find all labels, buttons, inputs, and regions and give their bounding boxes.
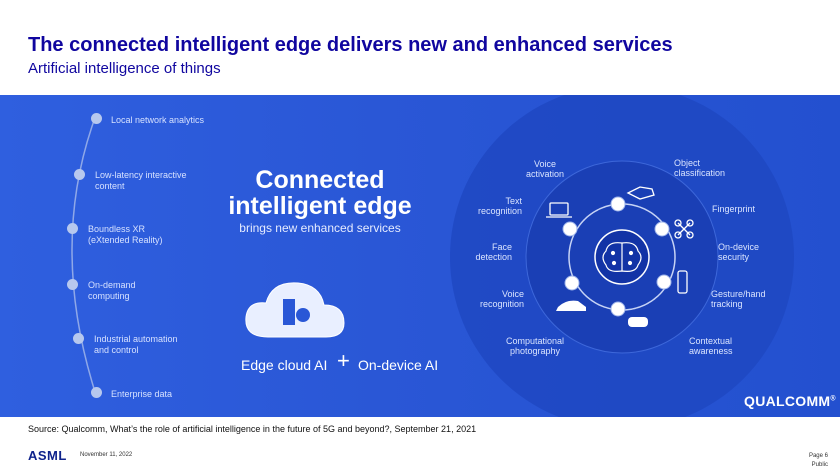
label-computational-photography: Computational photography [505,336,565,356]
headline-tagline: brings new enhanced services [239,221,401,235]
vr-headset-icon [628,317,648,327]
timeline-dot [67,223,78,234]
list-item: Local network analytics [111,115,205,125]
timeline-dot [74,169,85,180]
list-item: Enterprise data [111,389,173,399]
timeline-dot [91,113,102,124]
qualcomm-wordmark: QUALCOMM [744,393,831,409]
cloud-icon [245,282,345,338]
timeline-arc [71,114,97,396]
car-icon [556,300,586,311]
slide-title: The connected intelligent edge delivers … [28,34,673,56]
label-text-recognition: Text recognition [477,196,522,216]
node-top [610,196,626,212]
label-gesture-tracking: Gesture/hand tracking [711,289,766,309]
qualcomm-logo: QUALCOMM® [744,393,836,409]
brain-icon [602,242,642,272]
headline-line2: intelligent edge [228,192,412,220]
registered-mark: ® [830,395,836,403]
classification-label: Public [811,462,828,468]
footer-date: November 11, 2022 [80,452,133,458]
headline-line1: Connected [255,166,385,194]
node-bottom-left [564,275,580,291]
page-number: Page 6 [808,453,828,459]
source-citation: Source: Qualcomm, What’s the role of art… [28,424,477,434]
label-voice-recognition: Voice recognition [479,289,524,309]
list-item: Industrial automation and control [94,334,178,355]
footer-page-info: Page 6 Public [809,452,828,470]
node-bottom-right [656,274,672,290]
hand-icon [626,186,655,200]
on-device-ai-label: On-device AI [358,357,439,373]
plus-sign: + [337,348,350,373]
label-contextual-awareness: Contextual awareness [689,336,733,356]
drone-icon [674,219,694,239]
headline: Connected intelligent edge [205,167,435,219]
node-top-right [654,221,670,237]
illustration-panel: Local network analytics Low-latency inte… [0,95,840,417]
ring-nodes [562,196,672,317]
list-item: Boundless XR (eXtended Reality) [88,224,163,245]
list-item: Low-latency interactive content [95,170,187,191]
asml-logo: ASML [28,448,67,463]
timeline-dot [67,279,78,290]
label-fingerprint: Fingerprint [712,204,756,214]
label-object-classification: Object classification [674,158,726,178]
timeline-dot [91,387,102,398]
timeline-dot [73,333,84,344]
label-face-detection: Face detection [475,242,512,262]
node-bottom [610,301,626,317]
list-item: On-demand computing [88,280,136,301]
laptop-icon [549,202,569,216]
panel-decoration [71,95,794,417]
slide-subtitle: Artificial intelligence of things [28,60,221,77]
node-top-left [562,221,578,237]
edge-cloud-ai-label: Edge cloud AI [241,357,328,373]
label-on-device-security: On-device security [718,242,760,262]
phone-icon [677,270,688,294]
label-voice-activation: Voice activation [525,159,565,179]
